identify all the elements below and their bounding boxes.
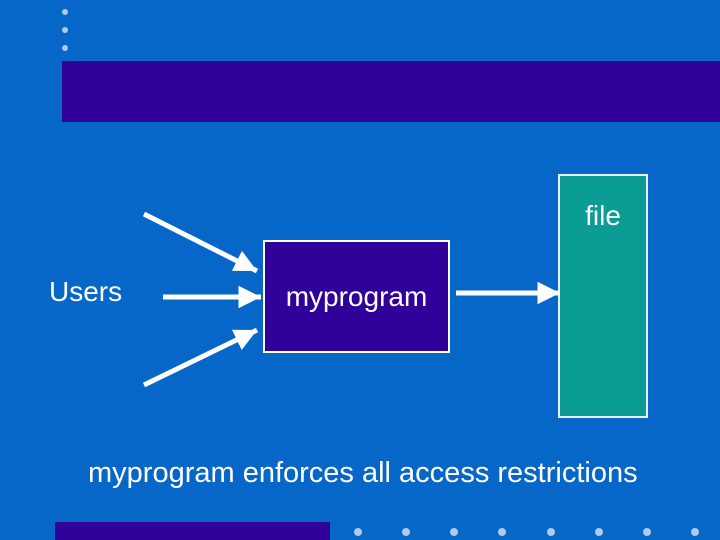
dot-icon	[450, 528, 459, 536]
dot-icon	[62, 9, 68, 15]
users-top-to-program-arrow	[142, 211, 259, 274]
dot-icon	[546, 528, 555, 536]
dot-icon	[594, 528, 603, 536]
caption-text: myprogram enforces all access restrictio…	[88, 457, 638, 489]
dot-icon	[690, 528, 699, 536]
dot-icon	[62, 45, 68, 51]
users-bottom-to-program-arrow	[142, 327, 259, 388]
dot-icon	[354, 528, 362, 536]
file-box: file	[558, 174, 648, 418]
bottom-dots-decoration	[354, 528, 699, 536]
file-box-label: file	[585, 200, 621, 231]
dot-icon	[62, 27, 68, 33]
program-box-label: myprogram	[285, 280, 428, 312]
dot-icon	[498, 528, 507, 536]
program-box: myprogram	[263, 240, 450, 353]
users-label: Users	[49, 276, 123, 307]
bottom-bar-decoration	[55, 522, 330, 540]
dot-icon	[642, 528, 651, 536]
dot-icon	[402, 528, 411, 536]
top-dots-decoration	[62, 9, 68, 51]
title-bar	[62, 61, 720, 122]
